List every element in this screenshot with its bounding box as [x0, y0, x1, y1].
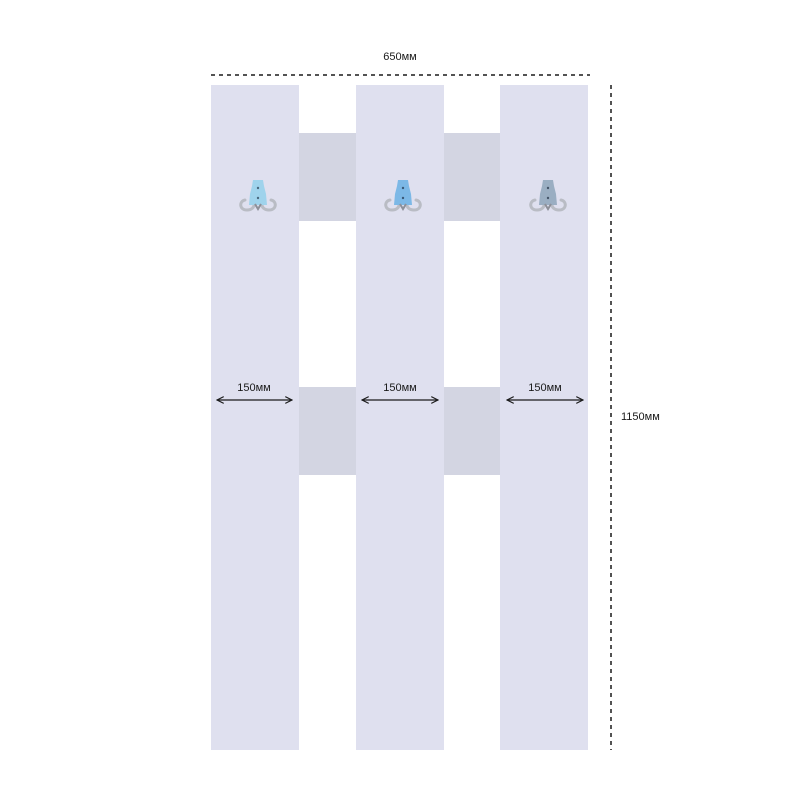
rail-top-right: [443, 133, 501, 221]
hook-right-icon: [529, 180, 567, 212]
hook-left-plate: [249, 180, 267, 205]
panel-left-width-label: 150мм: [237, 382, 270, 394]
hook-middle-plate: [394, 180, 412, 205]
panel-middle-width-label: 150мм: [383, 382, 416, 394]
panel-right-width-label: 150мм: [528, 382, 561, 394]
hook-right-plate: [539, 180, 557, 205]
width-dimension-label: 650мм: [383, 51, 416, 63]
rail-top-left: [298, 133, 358, 221]
rail-bottom-left: [298, 387, 358, 475]
hook-middle-icon: [384, 180, 422, 212]
hook-left-icon: [239, 180, 277, 212]
rail-bottom-right: [443, 387, 501, 475]
height-dimension-label: 1150мм: [621, 411, 660, 423]
